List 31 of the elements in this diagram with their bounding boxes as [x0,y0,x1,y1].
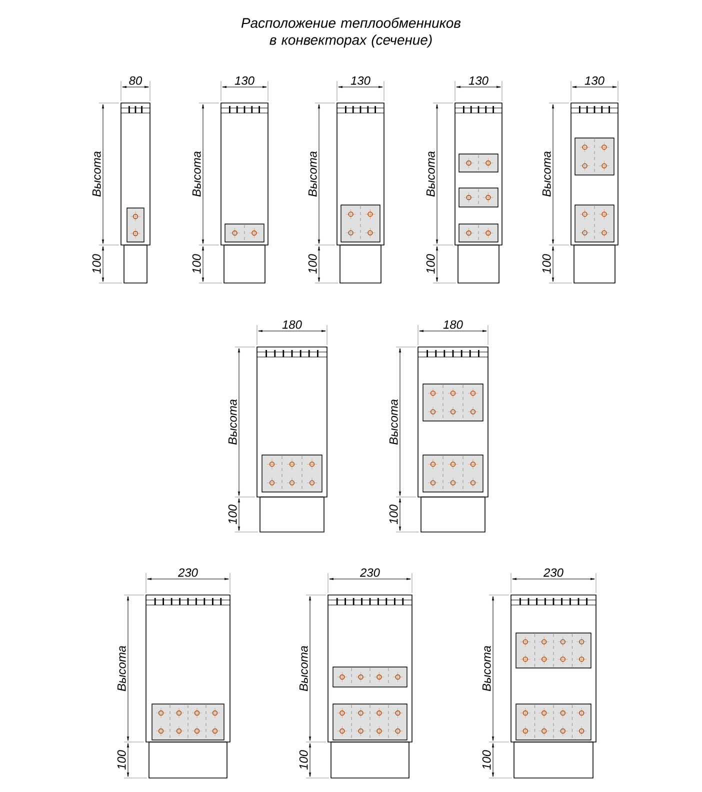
dimension-label: 100 [308,254,317,274]
dimension-label: Высота [299,646,308,692]
dimension-label: Высота [192,151,201,197]
dimension-label: 230 [360,568,380,577]
dimension-label: Высота [426,151,435,197]
dimension-label: 100 [228,504,237,524]
title: Расположение теплообменников в конвекторах (сечение) [241,18,461,48]
dimension-label: 130 [234,76,254,85]
dimension-label: 100 [192,254,201,274]
dimension-label: 180 [282,320,302,329]
dimension-label: Высота [228,399,237,445]
dimension-label: 130 [350,76,370,85]
dimension-label: 100 [117,750,126,770]
dimension-label: Высота [308,151,317,197]
dimension-label: 100 [542,254,551,274]
dimension-label: 100 [92,254,101,274]
dimension-label: Высота [482,646,491,692]
dimension-label: 130 [468,76,488,85]
dimension-label: 100 [299,750,308,770]
dimension-label: Высота [389,399,398,445]
dimension-label: Высота [92,151,101,197]
dimension-label: 100 [482,750,491,770]
dimension-label: 80 [129,76,142,85]
dimension-label: 230 [543,568,564,577]
dimension-label: 100 [389,504,398,524]
dimension-label: Высота [117,646,126,692]
dimension-label: 230 [178,568,198,577]
dimension-label: Высота [542,151,551,197]
dimension-label: 130 [584,76,604,85]
dimension-label: 180 [443,320,463,329]
dimension-label: 100 [426,254,435,274]
